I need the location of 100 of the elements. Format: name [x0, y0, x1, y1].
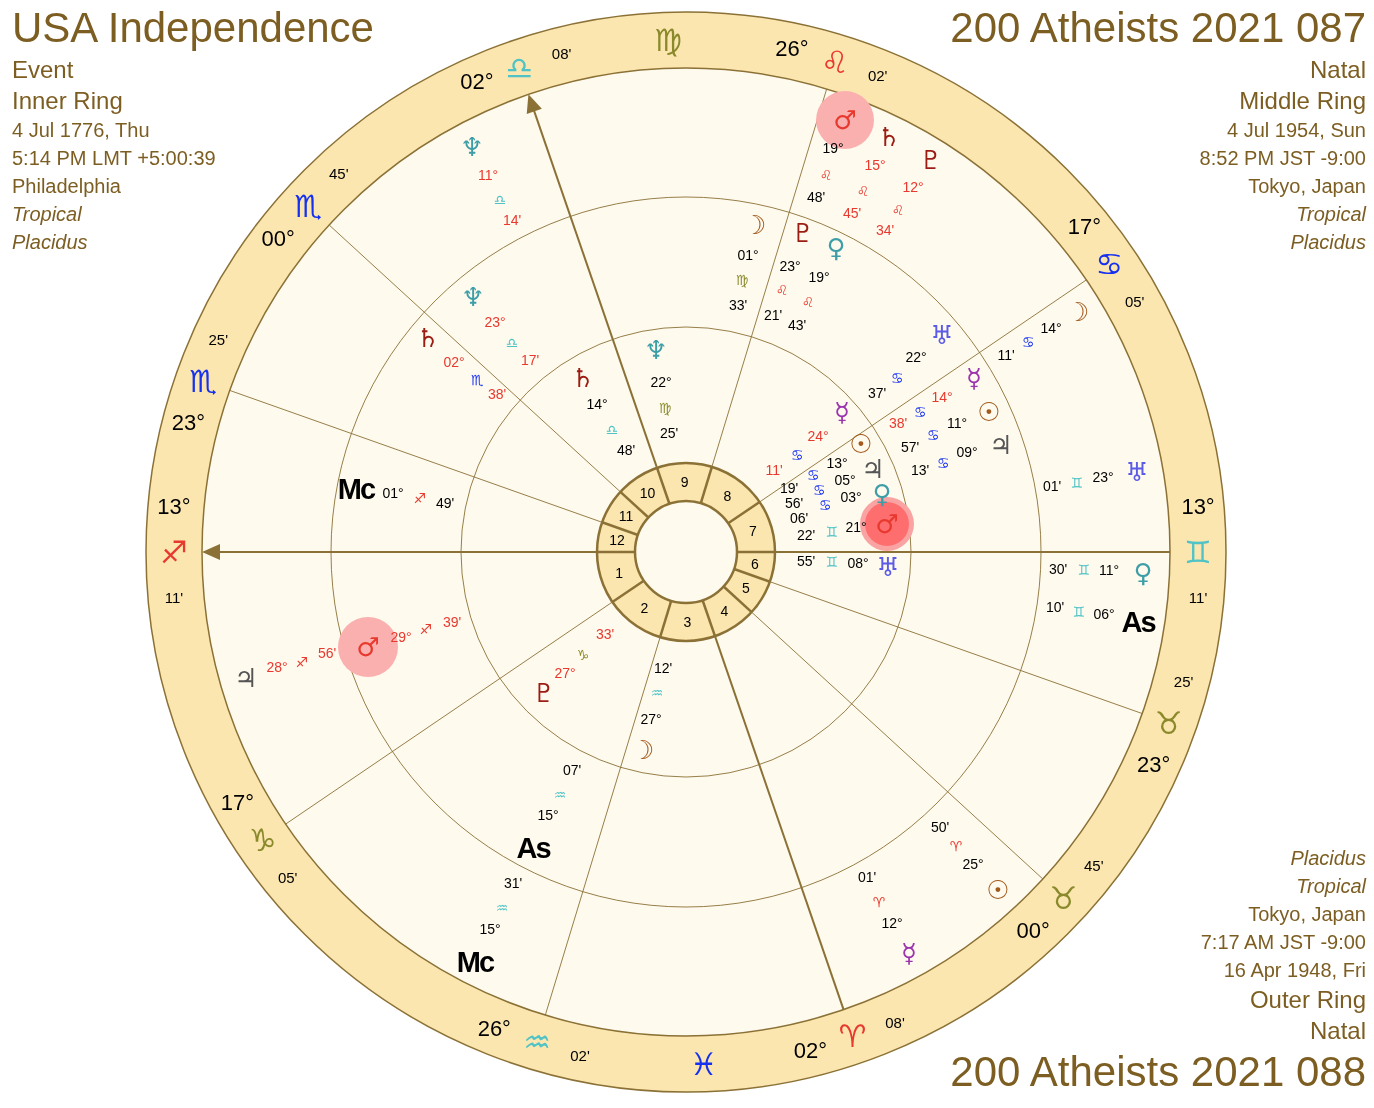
- minutes-label: 31': [503, 876, 523, 890]
- ring-label: Inner Ring: [12, 86, 123, 116]
- gemini-sign: ♊: [1070, 476, 1084, 490]
- degree-label: 15°: [537, 808, 559, 822]
- degree-label: 14°: [931, 390, 953, 404]
- uranus-symbol: ♅: [930, 322, 954, 348]
- scorpio-sign: ♏: [294, 190, 323, 222]
- minutes-label: 56': [317, 646, 337, 660]
- cusp-minutes: 05': [1124, 293, 1145, 309]
- degree-label: 06°: [1093, 607, 1115, 621]
- chart-type: Event: [12, 55, 74, 85]
- aries-sign: ♈: [838, 1020, 867, 1052]
- degree-label: 15°: [479, 922, 501, 936]
- minutes-label: 50': [930, 820, 950, 834]
- cusp-degree: 00°: [1016, 919, 1050, 942]
- house-system-text: Placidus: [1290, 846, 1366, 871]
- sun-symbol: ☉: [977, 399, 1001, 425]
- zodiac-type-text: Tropical: [12, 202, 82, 227]
- cusp-minutes: 11': [164, 589, 184, 605]
- degree-label: 23°: [1092, 470, 1114, 484]
- taurus-sign: ♉: [1049, 882, 1078, 914]
- aquarius-sign: ♒: [553, 788, 567, 802]
- ring-label: Middle Ring: [1239, 86, 1366, 116]
- cusp-degree: 13°: [157, 496, 191, 519]
- cusp-minutes: 11': [1188, 589, 1208, 605]
- moon-symbol: ☽: [1066, 299, 1090, 325]
- chart-name: 200 Atheists 2021 088: [950, 1047, 1366, 1097]
- cancer-sign: ♋: [913, 405, 927, 419]
- date-text: 16 Apr 1948, Fri: [1223, 958, 1366, 983]
- cancer-sign: ♋: [936, 456, 950, 470]
- cusp-degree: 26°: [477, 1017, 511, 1040]
- chart-name: USA Independence: [12, 3, 374, 53]
- cusp-degree: 02°: [793, 1039, 827, 1062]
- jupiter-symbol: ♃: [234, 665, 258, 691]
- pisces-sign: ♓: [689, 1048, 718, 1080]
- jupiter-symbol: ♃: [989, 432, 1013, 458]
- minutes-label: 01': [1042, 479, 1062, 493]
- house-system-text: Placidus: [12, 230, 88, 255]
- cancer-sign: ♋: [926, 428, 940, 442]
- leo-sign: ♌: [820, 46, 849, 78]
- time-text: 8:52 PM JST -9:00: [1199, 146, 1366, 171]
- gemini-sign: ♊: [1077, 563, 1091, 577]
- date-text: 4 Jul 1776, Thu: [12, 118, 150, 143]
- mercury-symbol: ☿: [966, 365, 982, 391]
- scorpio-sign: ♏: [189, 365, 218, 397]
- aries-sign: ♈: [872, 895, 886, 909]
- cusp-degree: 26°: [775, 38, 809, 61]
- minutes-label: 10': [1045, 600, 1065, 614]
- chart-type: Natal: [1309, 55, 1366, 85]
- chart-type: Natal: [1309, 1016, 1366, 1046]
- time-text: 7:17 AM JST -9:00: [1200, 930, 1366, 955]
- minutes-label: 13': [910, 463, 930, 477]
- gemini-sign: ♊: [1072, 605, 1086, 619]
- minutes-label: 07': [562, 763, 582, 777]
- house-system-text: Placidus: [1290, 230, 1366, 255]
- sagittarius-sign: ♐: [295, 655, 309, 669]
- ascendant-label: As: [516, 833, 550, 863]
- cusp-degree: 02°: [460, 71, 494, 94]
- place-text: Tokyo, Japan: [1248, 902, 1366, 927]
- aquarius-sign: ♒: [650, 686, 664, 700]
- cusp-minutes: 05': [277, 869, 298, 885]
- cusp-minutes: 02': [867, 67, 888, 83]
- pluto-symbol: ♇: [919, 147, 943, 173]
- minutes-label: 11': [997, 348, 1015, 362]
- zodiac-type-text: Tropical: [1296, 874, 1366, 899]
- cusp-degree: 17°: [1067, 216, 1101, 239]
- degree-label: 11°: [946, 416, 968, 430]
- uranus-symbol: ♅: [1125, 459, 1149, 485]
- libra-sign: ♎: [505, 52, 534, 84]
- cusp-degree: 23°: [171, 412, 205, 435]
- venus-symbol: ♀: [1133, 560, 1153, 586]
- degree-label: 14°: [1040, 321, 1062, 335]
- aquarius-sign: ♒: [523, 1026, 552, 1058]
- degree-label: 12°: [881, 916, 903, 930]
- cusp-degree: 00°: [261, 228, 295, 251]
- cusp-degree: 17°: [220, 791, 254, 814]
- moon-symbol: ☽: [631, 737, 655, 763]
- place-text: Tokyo, Japan: [1248, 174, 1366, 199]
- degree-label: 09°: [956, 445, 978, 459]
- capricorn-sign: ♑: [248, 824, 277, 856]
- pluto-symbol: ♇: [532, 680, 556, 706]
- degree-label: 27°: [640, 712, 662, 726]
- chart-name: 200 Atheists 2021 087: [950, 3, 1366, 53]
- ring-label: Outer Ring: [1249, 985, 1366, 1015]
- taurus-sign: ♉: [1154, 707, 1183, 739]
- ascendant-label: As: [1121, 607, 1155, 637]
- gemini-sign: ♊: [1184, 536, 1212, 568]
- minutes-label: 30': [1048, 562, 1068, 576]
- cusp-minutes: 45': [1084, 857, 1104, 873]
- aquarius-sign: ♒: [495, 901, 509, 915]
- virgo-sign: ♍: [654, 24, 682, 56]
- sagittarius-sign: ♐: [160, 536, 188, 568]
- cancer-sign: ♋: [1021, 335, 1035, 349]
- cusp-minutes: 08': [885, 1014, 905, 1030]
- cusp-degree: 13°: [1181, 496, 1215, 519]
- degree-label: 28°: [266, 660, 288, 674]
- degree-label: 11°: [1098, 563, 1120, 577]
- midheaven-label: Mc: [456, 947, 494, 977]
- degree-label: 25°: [962, 857, 984, 871]
- time-text: 5:14 PM LMT +5:00:39: [12, 146, 216, 171]
